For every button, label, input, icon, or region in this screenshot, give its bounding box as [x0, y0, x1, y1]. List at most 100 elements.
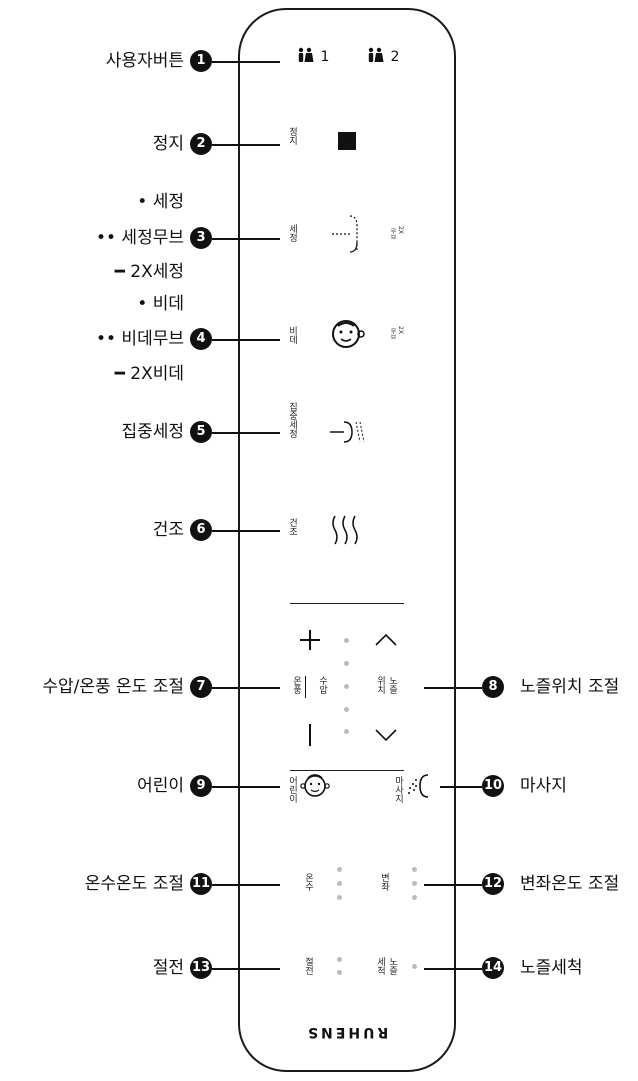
stop-text: 정지: [287, 127, 297, 145]
callout-line-14: [424, 968, 482, 970]
wash-spray-icon[interactable]: [330, 212, 364, 258]
callout-label-focus-wash: 집중세정: [121, 422, 184, 442]
callout-line-5: [212, 432, 280, 434]
position-text: 위치: [375, 676, 385, 694]
kids-text: 어린이: [287, 776, 297, 803]
callout-label-massage: 마사지: [520, 776, 567, 796]
callout-label-seat-temp: 변좌온도 조절: [520, 874, 620, 894]
bidet-text: 비데: [287, 326, 297, 344]
pressure-separator: [305, 676, 306, 698]
dry-text: 건조: [287, 518, 297, 536]
wash-mini-2x: 2X: [397, 226, 404, 234]
callout-badge-7: 7: [190, 676, 212, 698]
callout-label-water-temp: 온수온도 조절: [84, 874, 184, 894]
kids-face-icon[interactable]: [300, 770, 330, 802]
callout-label-bidet-1: • 비데: [137, 294, 184, 314]
bidet-mini-2x: 2X: [397, 326, 404, 334]
wash-text: 세정: [287, 224, 297, 242]
seat-temp-text[interactable]: 변좌: [379, 873, 389, 891]
callout-label-bidet-2: •• 비데무브: [95, 329, 184, 349]
water-temp-dot: [337, 867, 342, 872]
callout-line-3: [212, 238, 280, 240]
level-dot: [344, 661, 349, 666]
massage-text: 마사지: [393, 776, 403, 803]
callout-label-wash-1: • 세정: [137, 192, 184, 212]
power-save-dot: [337, 970, 342, 975]
callout-label-user-button: 사용자버튼: [105, 51, 184, 71]
plus-icon-bar: [300, 639, 320, 641]
callout-label-stop: 정지: [152, 134, 184, 154]
divider-bottom: [290, 770, 404, 772]
callout-line-7: [212, 687, 280, 689]
focus-wash-text: 집중세정: [287, 402, 297, 438]
warm-air-text: 온풍: [291, 676, 301, 694]
callout-badge-11: 11: [190, 873, 212, 895]
callout-label-dry: 건조: [152, 520, 184, 540]
callout-badge-4: 4: [190, 328, 212, 350]
water-temp-text[interactable]: 온수: [303, 873, 313, 891]
pressure-text: 수압: [317, 676, 327, 694]
callout-badge-8: 8: [482, 676, 504, 698]
dry-heat-icon[interactable]: [330, 514, 362, 546]
callout-badge-2: 2: [190, 133, 212, 155]
level-dot: [344, 707, 349, 712]
level-dot: [344, 638, 349, 643]
callout-label-nozzle-position: 노즐위치 조절: [520, 677, 620, 697]
bidet-mini-move: 무브: [389, 328, 396, 340]
pressure-minus-button[interactable]: [309, 724, 311, 746]
nozzle-clean-text-1[interactable]: 노즐: [387, 957, 397, 975]
user-2-label: 2: [390, 49, 400, 65]
callout-badge-9: 9: [190, 775, 212, 797]
callout-line-10: [440, 786, 482, 788]
callout-badge-3: 3: [190, 227, 212, 249]
seat-temp-dot: [412, 895, 417, 900]
user-1-label: 1: [320, 49, 330, 65]
user-2-button[interactable]: 2: [366, 47, 399, 65]
callout-badge-14: 14: [482, 957, 504, 979]
callout-line-9: [212, 786, 280, 788]
callout-label-pressure-temp: 수압/온풍 온도 조절: [42, 677, 184, 697]
callout-badge-10: 10: [482, 775, 504, 797]
massage-icon[interactable]: [406, 772, 434, 800]
power-save-text[interactable]: 절전: [303, 957, 313, 975]
callout-badge-1: 1: [190, 50, 212, 72]
callout-line-12: [424, 884, 482, 886]
power-save-dot: [337, 957, 342, 962]
nozzle-down-button[interactable]: [373, 727, 399, 743]
divider-top: [290, 603, 404, 605]
stop-button[interactable]: [338, 132, 356, 150]
callout-badge-6: 6: [190, 519, 212, 541]
brand-logo: RUHENS: [305, 1024, 389, 1040]
callout-label-kids: 어린이: [137, 776, 184, 796]
pressure-plus-button[interactable]: [298, 628, 322, 652]
seat-temp-dot: [412, 867, 417, 872]
callout-line-2: [212, 144, 280, 146]
user-pair-icon: [368, 47, 384, 62]
nozzle-text: 노즐: [387, 676, 397, 694]
callout-label-nozzle-clean: 노즐세척: [520, 958, 583, 978]
callout-line-4: [212, 339, 280, 341]
user-1-button[interactable]: 1: [296, 47, 329, 65]
callout-line-6: [212, 530, 280, 532]
seat-temp-dot: [412, 881, 417, 886]
nozzle-up-button[interactable]: [373, 632, 399, 648]
callout-label-power-save: 절전: [152, 958, 184, 978]
callout-line-11: [212, 884, 280, 886]
level-dot: [344, 684, 349, 689]
water-temp-dot: [337, 881, 342, 886]
nozzle-clean-dot: [412, 964, 417, 969]
callout-badge-12: 12: [482, 873, 504, 895]
callout-label-wash-3: ━ 2X세정: [114, 262, 184, 282]
water-temp-dot: [337, 895, 342, 900]
callout-line-8: [424, 687, 482, 689]
user-pair-icon: [298, 47, 314, 62]
callout-label-wash-2: •• 세정무브: [95, 228, 184, 248]
nozzle-clean-text-2[interactable]: 세척: [375, 957, 385, 975]
bidet-face-icon[interactable]: [328, 316, 368, 356]
focus-wash-icon[interactable]: [328, 418, 368, 446]
callout-line-13: [212, 968, 280, 970]
callout-badge-5: 5: [190, 421, 212, 443]
level-dot: [344, 729, 349, 734]
wash-mini-move: 무브: [389, 228, 396, 240]
callout-label-bidet-3: ━ 2X비데: [114, 364, 184, 384]
